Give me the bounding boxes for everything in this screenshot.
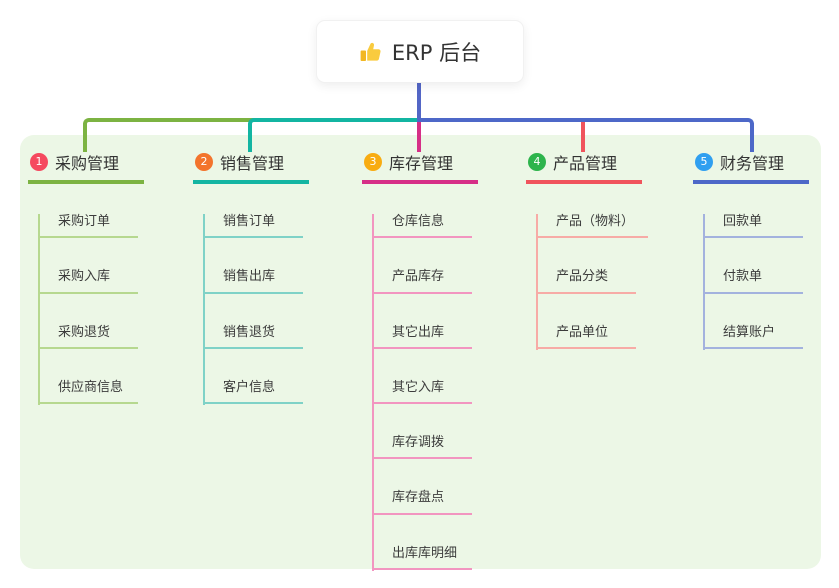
child-node[interactable]: 出库库明细 — [374, 546, 472, 570]
connector-branch-4 — [581, 122, 585, 152]
branch-purchase-label[interactable]: 1 采购管理 — [28, 148, 144, 184]
branch-sales-children: 销售订单 销售出库 销售退货 客户信息 — [203, 214, 343, 405]
branch-sales: 2 销售管理 销售订单 销售出库 销售退货 客户信息 — [193, 148, 343, 405]
child-node[interactable]: 客户信息 — [205, 380, 303, 404]
branch-purchase: 1 采购管理 采购订单 采购入库 采购退货 供应商信息 — [28, 148, 178, 405]
badge-5: 5 — [695, 153, 713, 171]
branch-finance-label[interactable]: 5 财务管理 — [693, 148, 809, 184]
child-node[interactable]: 供应商信息 — [40, 380, 138, 404]
connector-branch-5 — [417, 118, 754, 152]
branch-inventory-children: 仓库信息 产品库存 其它出库 其它入库 库存调拨 库存盘点 出库库明细 — [372, 214, 512, 571]
connector-branch-3 — [417, 122, 421, 152]
branch-inventory-label[interactable]: 3 库存管理 — [362, 148, 478, 184]
child-node[interactable]: 产品（物料） — [538, 214, 649, 239]
child-node[interactable]: 产品库存 — [374, 269, 472, 294]
child-node[interactable]: 回款单 — [705, 214, 803, 239]
branch-product: 4 产品管理 产品（物料） 产品分类 产品单位 — [526, 148, 676, 350]
child-node[interactable]: 库存盘点 — [374, 490, 472, 515]
badge-4: 4 — [528, 153, 546, 171]
child-node[interactable]: 销售出库 — [205, 269, 303, 294]
branch-purchase-children: 采购订单 采购入库 采购退货 供应商信息 — [38, 214, 178, 405]
child-node[interactable]: 采购入库 — [40, 269, 138, 294]
branch-label-text: 产品管理 — [553, 154, 618, 173]
child-node[interactable]: 其它出库 — [374, 325, 472, 349]
child-node[interactable]: 结算账户 — [705, 325, 803, 349]
canvas-panel — [20, 135, 821, 569]
connector-branch-2 — [248, 118, 421, 152]
badge-2: 2 — [195, 153, 213, 171]
branch-inventory: 3 库存管理 仓库信息 产品库存 其它出库 其它入库 库存调拨 库存盘点 出库库… — [362, 148, 512, 571]
badge-1: 1 — [30, 153, 48, 171]
branch-sales-label[interactable]: 2 销售管理 — [193, 148, 309, 184]
child-node[interactable]: 库存调拨 — [374, 435, 472, 460]
child-node[interactable]: 采购退货 — [40, 325, 138, 349]
root-connector-line — [417, 83, 421, 122]
branch-label-text: 财务管理 — [720, 154, 785, 173]
badge-3: 3 — [364, 153, 382, 171]
child-node[interactable]: 产品分类 — [538, 269, 636, 294]
child-node[interactable]: 其它入库 — [374, 380, 472, 404]
child-node[interactable]: 采购订单 — [40, 214, 138, 239]
branch-label-text: 库存管理 — [389, 154, 454, 173]
branch-product-label[interactable]: 4 产品管理 — [526, 148, 642, 184]
child-node[interactable]: 仓库信息 — [374, 214, 472, 239]
child-node[interactable]: 付款单 — [705, 269, 803, 294]
child-node[interactable]: 销售退货 — [205, 325, 303, 349]
branch-finance-children: 回款单 付款单 结算账户 — [703, 214, 839, 350]
thumbs-up-icon — [359, 40, 383, 64]
branch-finance: 5 财务管理 回款单 付款单 结算账户 — [693, 148, 839, 350]
branch-product-children: 产品（物料） 产品分类 产品单位 — [536, 214, 676, 350]
root-node-label: ERP 后台 — [391, 40, 482, 65]
child-node[interactable]: 销售订单 — [205, 214, 303, 239]
child-node[interactable]: 产品单位 — [538, 325, 636, 349]
branch-label-text: 采购管理 — [55, 154, 120, 173]
branch-label-text: 销售管理 — [220, 154, 285, 173]
root-node[interactable]: ERP 后台 — [316, 20, 524, 83]
